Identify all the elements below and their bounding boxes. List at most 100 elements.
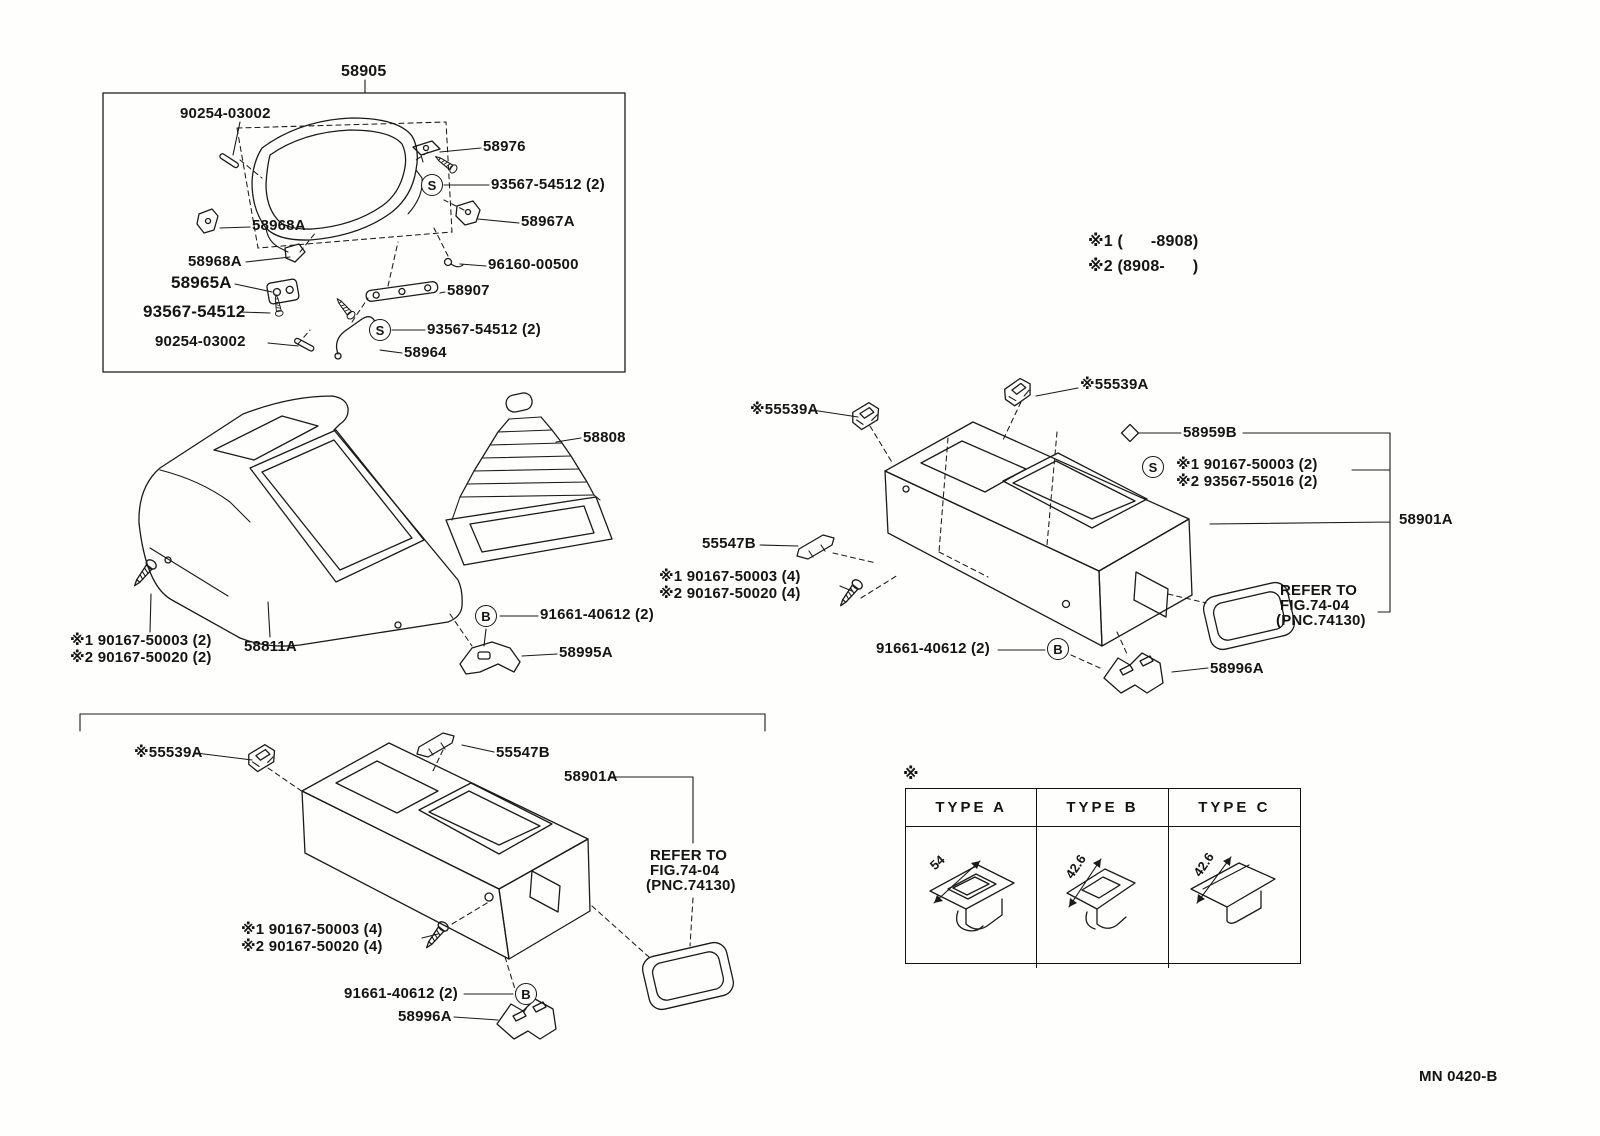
console-screw bbox=[421, 919, 451, 952]
rear-bracket-part bbox=[496, 998, 557, 1040]
refer-note-line-2: FIG.74-04 bbox=[1280, 597, 1350, 614]
refer-note-line-3: (PNC.74130) bbox=[1276, 612, 1366, 629]
part-label-lower-console-body: 58901A bbox=[564, 768, 618, 785]
rear-console-lower-leader-lines bbox=[195, 744, 694, 1021]
part-label-hook: 96160-00500 bbox=[488, 256, 579, 273]
part-label-front-bolt: 91661-40612 (2) bbox=[540, 606, 654, 623]
part-label-hinge-bar: 58907 bbox=[447, 282, 490, 299]
rear-console-upper-group bbox=[759, 376, 1391, 694]
part-label-front-console-body: 58811A bbox=[244, 638, 297, 655]
part-label-upper-screw-s-1: ※1 90167-50003 (2) bbox=[1176, 456, 1318, 473]
part-label-upper-bracket-rear: 58996A bbox=[1210, 660, 1264, 677]
type-table-note-mark: ※ bbox=[903, 766, 919, 783]
refer-note-line-3: (PNC.74130) bbox=[646, 877, 736, 894]
pin-part-top bbox=[219, 153, 240, 169]
part-label-lower-clip: ※55539A bbox=[134, 744, 203, 761]
rear-bracket-part bbox=[1103, 652, 1164, 694]
front-console-group bbox=[129, 392, 613, 675]
front-console-screw bbox=[129, 557, 159, 590]
shift-boot-drawing bbox=[445, 392, 613, 566]
part-label-screw-s-bottom: 93567-54512 (2) bbox=[427, 321, 541, 338]
part-label-lower-bracket-front: 55547B bbox=[496, 744, 550, 761]
type-b-clip-drawing bbox=[1066, 858, 1136, 930]
part-label-spring: 58964 bbox=[404, 344, 447, 361]
refer-note-line-1: REFER TO bbox=[1280, 582, 1358, 599]
rear-console-lower-group bbox=[79, 713, 766, 1040]
pin-part-bottom bbox=[293, 337, 315, 352]
ashtray-part bbox=[639, 939, 737, 1013]
bracket-67a-part bbox=[455, 200, 481, 226]
front-console-bracket-part bbox=[459, 641, 521, 675]
type-c-plate-drawing bbox=[1190, 856, 1276, 924]
console-screw bbox=[835, 577, 865, 610]
part-label-upper-bracket-front: 55547B bbox=[702, 535, 756, 552]
armrest-leader-lines bbox=[219, 121, 520, 354]
clip-part bbox=[246, 743, 278, 774]
front-console-leader-lines bbox=[149, 437, 582, 657]
hinge-clip-part-1 bbox=[196, 208, 219, 234]
b-marker: B bbox=[475, 605, 497, 627]
small-clip-part bbox=[1120, 423, 1140, 443]
part-label-bracket-67a: 58967A bbox=[521, 213, 575, 230]
application-note-1: ※1 ( -8908) bbox=[1088, 233, 1199, 250]
part-label-upper-screws-2: ※2 90167-50020 (4) bbox=[659, 585, 801, 602]
clip-part-left bbox=[850, 401, 882, 432]
hinge-bar-part bbox=[365, 281, 439, 302]
front-bracket-part bbox=[416, 732, 455, 758]
part-label-clip-top: ※55539A bbox=[1080, 376, 1149, 393]
clip-part-top bbox=[1001, 376, 1035, 408]
part-label-screw-s-top: 93567-54512 (2) bbox=[491, 176, 605, 193]
spring-part bbox=[334, 316, 379, 360]
b-marker: B bbox=[1047, 638, 1069, 660]
hinge-clip-part-2 bbox=[284, 243, 306, 263]
part-label-clip-left: ※55539A bbox=[750, 401, 819, 418]
screw-part-mid bbox=[271, 293, 284, 318]
part-label-clip-small: 58959B bbox=[1183, 424, 1237, 441]
part-label-lower-screws-1: ※1 90167-50003 (4) bbox=[241, 921, 383, 938]
refer-note-line-2: FIG.74-04 bbox=[650, 862, 720, 879]
part-label-hinge-clip-2: 58968A bbox=[188, 253, 242, 270]
part-label-pin-bottom: 90254-03002 bbox=[155, 333, 246, 350]
part-label-front-bracket: 58995A bbox=[559, 644, 613, 661]
part-label-front-screws-2: ※2 90167-50020 (2) bbox=[70, 649, 212, 666]
refer-note-line-1: REFER TO bbox=[650, 847, 728, 864]
type-a-clip-drawing bbox=[929, 860, 1015, 932]
part-label-upper-bolt: 91661-40612 (2) bbox=[876, 640, 990, 657]
part-label-armrest-title: 58905 bbox=[341, 63, 387, 80]
screw-part-s-bottom bbox=[333, 295, 357, 322]
application-note-2: ※2 (8908- ) bbox=[1088, 258, 1199, 275]
part-label-upper-screw-s-2: ※2 93567-55016 (2) bbox=[1176, 473, 1318, 490]
document-code: MN 0420-B bbox=[1419, 1068, 1498, 1085]
s-marker: S bbox=[369, 319, 391, 341]
part-label-lower-bracket-rear: 58996A bbox=[398, 1008, 452, 1025]
part-label-striker: 58976 bbox=[483, 138, 526, 155]
screw-part-s-top bbox=[432, 152, 459, 175]
part-label-hinge-clip-1: 58968A bbox=[252, 217, 306, 234]
b-marker: B bbox=[515, 983, 537, 1005]
type-a-header: TYPE A bbox=[906, 789, 1038, 827]
part-label-lower-bolt: 91661-40612 (2) bbox=[344, 985, 458, 1002]
part-label-lower-screws-2: ※2 90167-50020 (4) bbox=[241, 938, 383, 955]
striker-part bbox=[412, 140, 441, 163]
type-b-header: TYPE B bbox=[1037, 789, 1169, 827]
part-label-front-screws-1: ※1 90167-50003 (2) bbox=[70, 632, 212, 649]
part-label-upper-console-body: 58901A bbox=[1399, 511, 1453, 528]
part-label-screw-mid: 93567-54512 bbox=[143, 302, 246, 321]
s-marker: S bbox=[421, 174, 443, 196]
armrest-assembly-group bbox=[102, 79, 626, 373]
rear-console-upper-leader-lines bbox=[759, 387, 1391, 673]
type-a-cell: 54 bbox=[906, 827, 1038, 968]
hook-part bbox=[443, 257, 464, 268]
type-c-header: TYPE C bbox=[1168, 789, 1300, 827]
part-label-boot: 58808 bbox=[583, 429, 626, 446]
lock-part bbox=[266, 278, 300, 305]
part-label-upper-screws-1: ※1 90167-50003 (4) bbox=[659, 568, 801, 585]
type-table: TYPE A TYPE B TYPE C 54 bbox=[905, 788, 1301, 968]
front-bracket-part bbox=[796, 534, 835, 560]
part-label-lock: 58965A bbox=[171, 273, 232, 292]
s-marker: S bbox=[1142, 456, 1164, 478]
type-b-cell: 42.6 bbox=[1037, 827, 1169, 968]
type-c-cell: 42.6 bbox=[1169, 827, 1300, 968]
